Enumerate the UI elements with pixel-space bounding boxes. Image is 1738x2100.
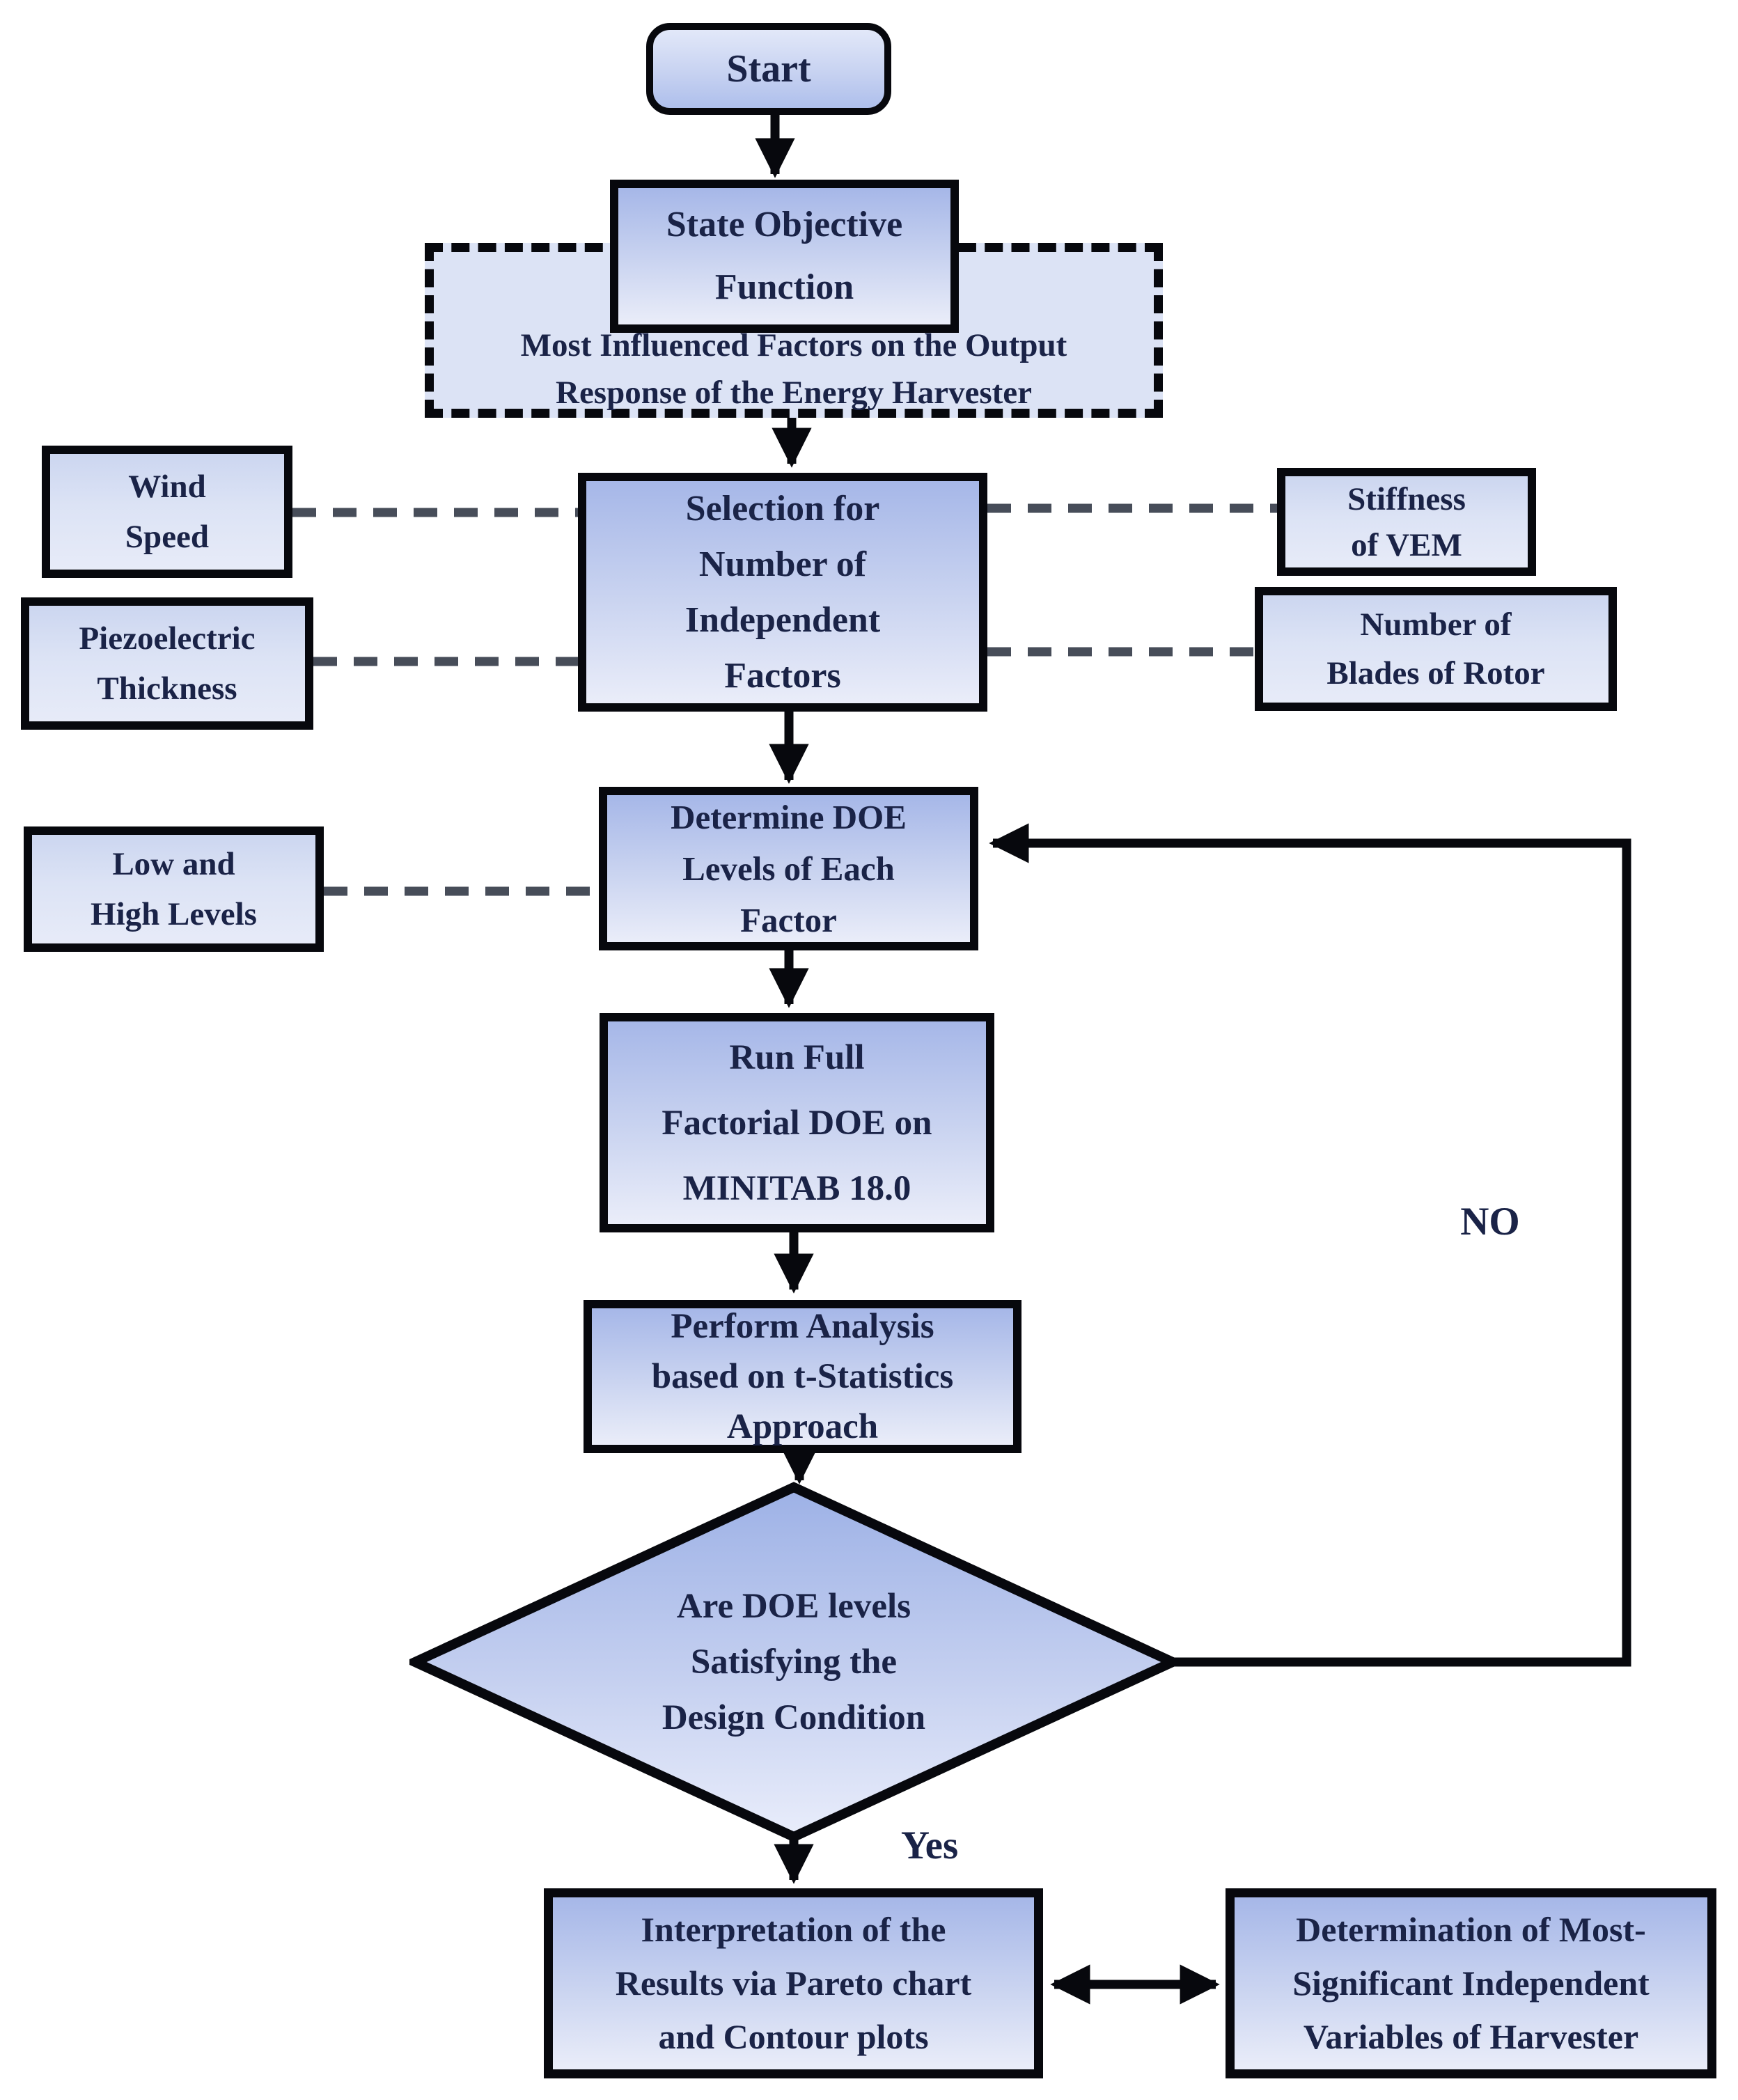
determine-doe-node: Determine DOE Levels of Each Factor xyxy=(599,787,978,950)
decision-line: Design Condition xyxy=(661,1698,926,1737)
determination-line: Significant Independent xyxy=(1292,1964,1650,2003)
determine-doe-line: Determine DOE xyxy=(671,797,907,836)
interpretation-line: Results via Pareto chart xyxy=(615,1964,972,2003)
decision-text: Are DOE levels Satisfying the Design Con… xyxy=(550,1575,1038,1749)
blades-node: Number of Blades of Rotor xyxy=(1255,587,1617,711)
wind-speed-line: Speed xyxy=(125,519,210,555)
run-doe-line: MINITAB 18.0 xyxy=(682,1168,911,1208)
yes-label: Yes xyxy=(900,1824,959,1867)
state-objective-line: Function xyxy=(714,267,854,307)
no-label: NO xyxy=(1460,1200,1520,1244)
piezoelectric-line: Thickness xyxy=(97,671,237,707)
blades-line: Number of xyxy=(1360,606,1512,643)
low-high-node: Low and High Levels xyxy=(24,826,324,952)
feedback-loop-no xyxy=(989,823,1631,1667)
stiffness-node: Stiffness of VEM xyxy=(1277,468,1536,576)
selection-line: Selection for xyxy=(685,488,880,528)
determine-doe-line: Levels of Each xyxy=(682,849,895,888)
stiffness-line: of VEM xyxy=(1351,526,1462,563)
run-doe-node: Run Full Factorial DOE on MINITAB 18.0 xyxy=(600,1013,994,1232)
state-objective-node: State Objective Function xyxy=(610,180,959,333)
decision-line: Are DOE levels xyxy=(676,1587,911,1626)
determination-line: Variables of Harvester xyxy=(1303,2017,1639,2056)
state-objective-line: State Objective xyxy=(666,205,903,244)
decision-diamond-shape xyxy=(409,1482,1178,1842)
wind-speed-node: Wind Speed xyxy=(42,446,292,578)
objective-note-line: Response of the Energy Harvester xyxy=(556,375,1032,411)
decision-diamond xyxy=(409,1482,1178,1842)
start-label: Start xyxy=(726,47,811,91)
piezoelectric-line: Piezoelectric xyxy=(79,620,256,657)
analysis-line: Perform Analysis xyxy=(671,1307,934,1346)
interpretation-node: Interpretation of the Results via Pareto… xyxy=(544,1888,1043,2078)
decision-line: Satisfying the xyxy=(690,1643,898,1682)
interpretation-line: and Contour plots xyxy=(658,2017,929,2056)
blades-line: Blades of Rotor xyxy=(1326,655,1545,691)
analysis-line: Approach xyxy=(726,1407,879,1446)
low-high-line: Low and xyxy=(112,846,235,882)
interpretation-line: Interpretation of the xyxy=(641,1910,946,1949)
run-doe-line: Run Full xyxy=(729,1037,865,1077)
wind-speed-line: Wind xyxy=(128,469,206,505)
start-node: Start xyxy=(646,23,891,115)
selection-line: Factors xyxy=(724,655,841,696)
piezoelectric-node: Piezoelectric Thickness xyxy=(21,597,313,730)
determination-line: Determination of Most- xyxy=(1296,1910,1646,1949)
selection-line: Independent xyxy=(684,600,881,640)
analysis-node: Perform Analysis based on t-Statistics A… xyxy=(584,1300,1021,1453)
determine-doe-line: Factor xyxy=(740,900,837,939)
stiffness-line: Stiffness xyxy=(1347,480,1466,517)
determination-node: Determination of Most- Significant Indep… xyxy=(1226,1888,1716,2078)
analysis-line: based on t-Statistics xyxy=(651,1357,954,1396)
objective-note-line: Most Influenced Factors on the Output xyxy=(520,327,1067,363)
selection-line: Number of xyxy=(698,544,867,584)
selection-node: Selection for Number of Independent Fact… xyxy=(578,473,987,712)
run-doe-line: Factorial DOE on xyxy=(661,1103,932,1143)
objective-note: Most Influenced Factors on the Output Re… xyxy=(446,322,1142,416)
low-high-line: High Levels xyxy=(91,896,257,932)
